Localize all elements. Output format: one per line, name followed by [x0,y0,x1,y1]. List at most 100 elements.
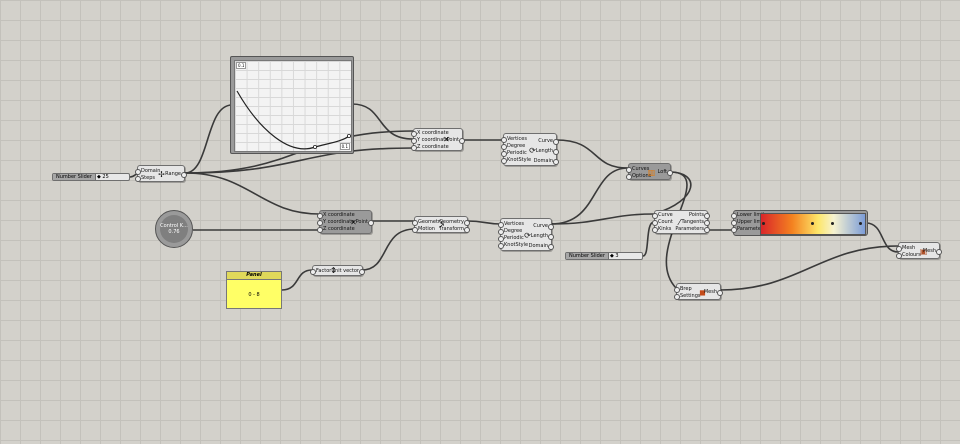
wire-curvetop-loft [555,139,629,169]
port-domain[interactable]: Domain [533,158,560,165]
port-knotstyle[interactable]: KnotStyle [500,157,532,164]
wire-panel-unitvector [281,269,313,291]
mesh-colour-component[interactable]: Mesh Colours ▣ Mesh [895,242,943,259]
gradient-grip[interactable] [859,222,862,225]
port-periodic[interactable]: Periodic [501,150,527,157]
slider-value: ◆ 25 [97,174,109,180]
wire-graph-point-top [351,103,414,140]
move-component[interactable]: Geometry Motion ↗ Geometry Transform [412,216,470,233]
port-parameter[interactable]: Parameter [730,226,764,233]
port-transform[interactable]: Transform [439,226,470,233]
text-panel[interactable]: Panel 0 - 8 [226,271,282,309]
port-mesh-out[interactable]: Mesh [922,248,943,255]
port-knotstyle[interactable]: KnotStyle [497,242,529,249]
gradient-bar[interactable] [760,213,866,235]
port-lower-limit[interactable]: Lower limit [731,212,765,219]
port-brep[interactable]: Brep [674,286,692,293]
wire-range-graph [184,104,233,174]
gradient-component[interactable]: Lower limit Upper limit Parameter [730,210,868,236]
port-colours[interactable]: Colours [896,252,921,259]
mesh-colour-icon: ▣ [919,247,928,256]
port-upper-limit[interactable]: Upper limit [731,219,765,226]
port-curve[interactable]: Curve [538,138,559,145]
graph-curve [236,90,352,150]
port-options[interactable]: Options [625,173,652,180]
slider-name: Number Slider [53,174,96,180]
port-domain[interactable]: Domain [134,168,161,175]
port-tangents[interactable]: Tangents [681,219,711,226]
construct-point-top[interactable]: X coordinate Y coordinate Z coordinate ✕… [410,128,466,151]
wire-move-curvemid [466,220,502,225]
port-range[interactable]: Range [165,171,187,178]
curve-icon: ⟳ [524,231,531,240]
port-z[interactable]: Z coordinate [411,144,449,151]
port-mesh-in[interactable]: Mesh [895,245,916,252]
knob-value: 0.76 [168,229,180,235]
mesh-brep-component[interactable]: Brep Settings ◼ Mesh [674,283,724,300]
wire-range-point-mid [184,172,321,215]
move-icon: ↗ [438,221,445,230]
mesh-icon: ◼ [699,288,706,297]
port-x[interactable]: X coordinate [317,212,355,219]
range-component[interactable]: Domain Steps ✢ Range [134,165,187,182]
gradient-grip[interactable] [762,222,765,225]
port-length[interactable]: Length [530,233,555,240]
range-icon: ✢ [158,170,165,179]
wire-curvemid-loft [550,167,629,225]
port-loft[interactable]: Loft [657,169,674,176]
divide-curve-component[interactable]: Curve Count Kinks ⁄ Points Tangents Para… [651,210,711,234]
port-curve[interactable]: Curve [533,223,554,230]
port-unit-vector[interactable]: Unit vector [331,268,365,275]
port-steps[interactable]: Steps [135,175,155,182]
port-y[interactable]: Y coordinate [316,219,355,226]
port-geometry-out[interactable]: Geometry [439,219,470,226]
construct-point-mid[interactable]: X coordinate Y coordinate Z coordinate ✕… [316,210,375,234]
knob-face: Control K... 0.76 [160,215,188,243]
slider-name: Number Slider [566,253,609,259]
port-periodic[interactable]: Periodic [498,235,524,242]
port-x[interactable]: X coordinate [411,130,449,137]
port-degree[interactable]: Degree [497,228,523,235]
port-mesh[interactable]: Mesh [703,289,724,296]
vector-icon: ↕ [330,266,337,275]
port-z[interactable]: Z coordinate [317,226,355,233]
port-domain[interactable]: Domain [528,243,555,250]
nurbs-curve-mid[interactable]: Vertices Degree Periodic KnotStyle ⟳ Cur… [497,218,555,251]
port-vertices[interactable]: Vertices [501,136,527,143]
control-knob[interactable]: Control K... 0.76 [155,210,193,248]
unit-vector-component[interactable]: Factor ↕ Unit vector [309,265,365,276]
graph-mapper[interactable]: 0.1 0.1 [230,56,354,154]
port-factor[interactable]: Factor [309,268,332,275]
graph-badge-top: 0.1 [236,62,247,69]
wire-unitvector-move [361,228,416,271]
wire-range-point-top-z [184,147,414,174]
port-geometry[interactable]: Geometry [412,219,443,226]
port-point[interactable]: Point [446,137,466,144]
port-motion[interactable]: Motion [412,226,435,233]
graph-handle [347,134,352,139]
nurbs-curve-top[interactable]: Vertices Degree Periodic KnotStyle ⟳ Cur… [500,133,560,166]
port-curve[interactable]: Curve [652,212,673,219]
wire-curvemid-divide [550,213,655,225]
loft-component[interactable]: Curves Options ▥ Loft [625,163,674,180]
port-kinks[interactable]: Kinks [651,226,672,233]
knob-label: Control K... [160,223,188,229]
port-settings[interactable]: Settings [674,293,701,300]
panel-title: Panel [227,272,281,280]
port-vertices[interactable]: Vertices [498,221,524,228]
number-slider[interactable]: Number Slider ◆ 25 [52,173,130,181]
gradient-grip[interactable] [831,222,834,225]
number-slider[interactable]: Number Slider ◆ 3 [565,252,643,260]
point-icon: ✕ [350,218,357,227]
gradient-grip[interactable] [811,222,814,225]
port-curves[interactable]: Curves [625,166,650,173]
port-degree[interactable]: Degree [500,143,526,150]
port-parameters[interactable]: Parameters [675,226,710,233]
port-point[interactable]: Point [355,219,375,226]
port-length[interactable]: Length [535,148,560,155]
port-y[interactable]: Y coordinate [410,137,449,144]
graph-handle [313,145,318,150]
port-points[interactable]: Points [688,212,711,219]
port-count[interactable]: Count [652,219,673,226]
